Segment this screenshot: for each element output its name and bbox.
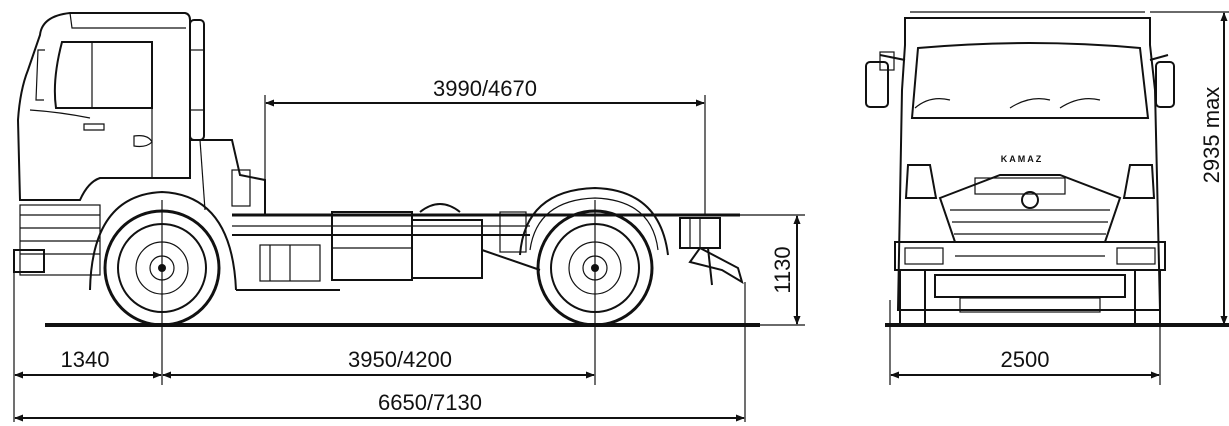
exhaust-stack [189, 19, 205, 141]
mirrors [865, 51, 1175, 108]
dim-overall-length: 6650/7130 [378, 390, 482, 415]
dim-wheelbase: 3950/4200 [348, 347, 452, 372]
front-view: KAMAZ 2500 2935 max [865, 11, 1229, 385]
cab-side [13, 12, 191, 276]
dim-max-height: 2935 max [1199, 87, 1224, 184]
side-view: 3990/4670 1340 3950/4200 6650/7130 1130 [13, 12, 805, 422]
extension-lines [13, 95, 805, 422]
front-wheel [89, 190, 237, 327]
rear-wheel [519, 186, 669, 327]
dim-width: 2500 [1001, 347, 1050, 372]
rear-hitch [679, 217, 744, 286]
dim-front-overhang: 1340 [61, 347, 110, 372]
cab-front [894, 11, 1166, 325]
cab-badge: KAMAZ [1001, 154, 1044, 164]
chassis-frame [232, 203, 740, 291]
dim-frame-height: 1130 [770, 246, 795, 293]
dim-cargo-length: 3990/4670 [433, 76, 537, 101]
